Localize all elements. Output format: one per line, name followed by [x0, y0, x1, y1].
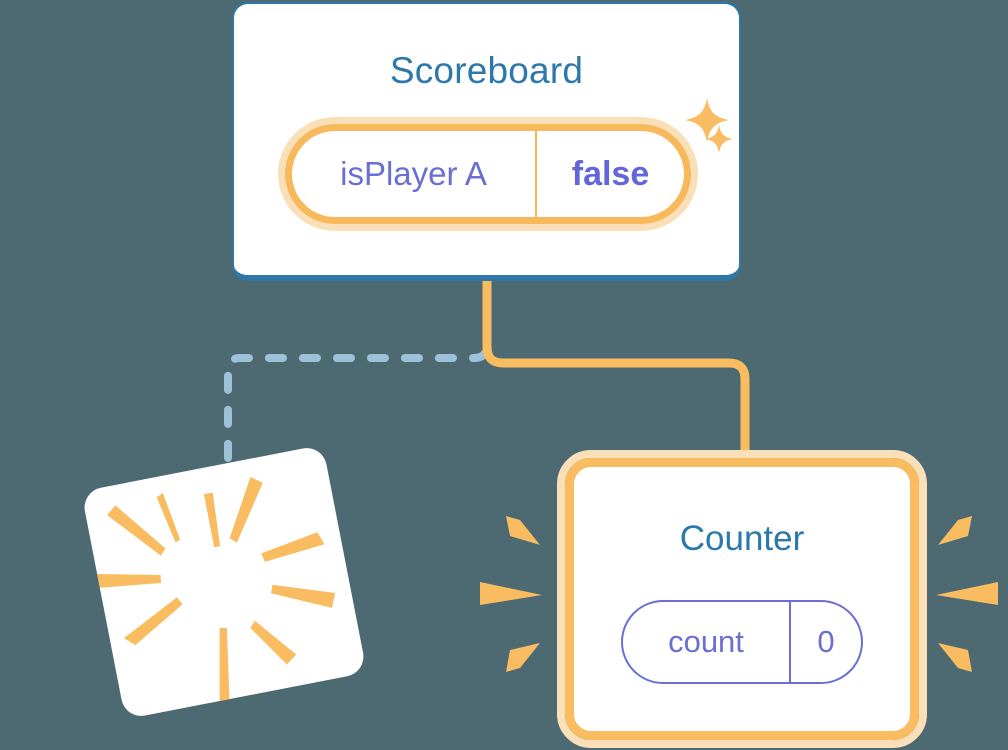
sparkle-large-icon	[685, 98, 729, 142]
property-value: false	[571, 154, 650, 193]
pill-highlight-glow	[278, 117, 698, 231]
pill-highlight-body[interactable]: isPlayer A false	[285, 124, 691, 224]
solid-connector-to-counter	[482, 280, 750, 470]
counter-property-pill[interactable]: count 0	[621, 600, 863, 684]
burst-rays-counter-left	[480, 516, 542, 672]
blank-card[interactable]	[81, 444, 367, 720]
scoreboard-property-pill[interactable]: isPlayer A false	[278, 117, 698, 231]
burst-rays-blank-card	[97, 477, 336, 702]
property-name: isPlayer A	[292, 131, 537, 217]
counter-card-body: Counter count 0	[565, 458, 919, 740]
property-value: 0	[817, 624, 835, 659]
scoreboard-card[interactable]: Scoreboard isPlayer A false	[232, 2, 741, 281]
sparkle-small-icon	[705, 125, 733, 153]
burst-rays-counter-right	[936, 516, 998, 672]
counter-card[interactable]: Counter count 0	[557, 450, 927, 748]
property-name: count	[623, 602, 791, 682]
scoreboard-title: Scoreboard	[389, 50, 584, 91]
counter-title: Counter	[679, 519, 805, 558]
